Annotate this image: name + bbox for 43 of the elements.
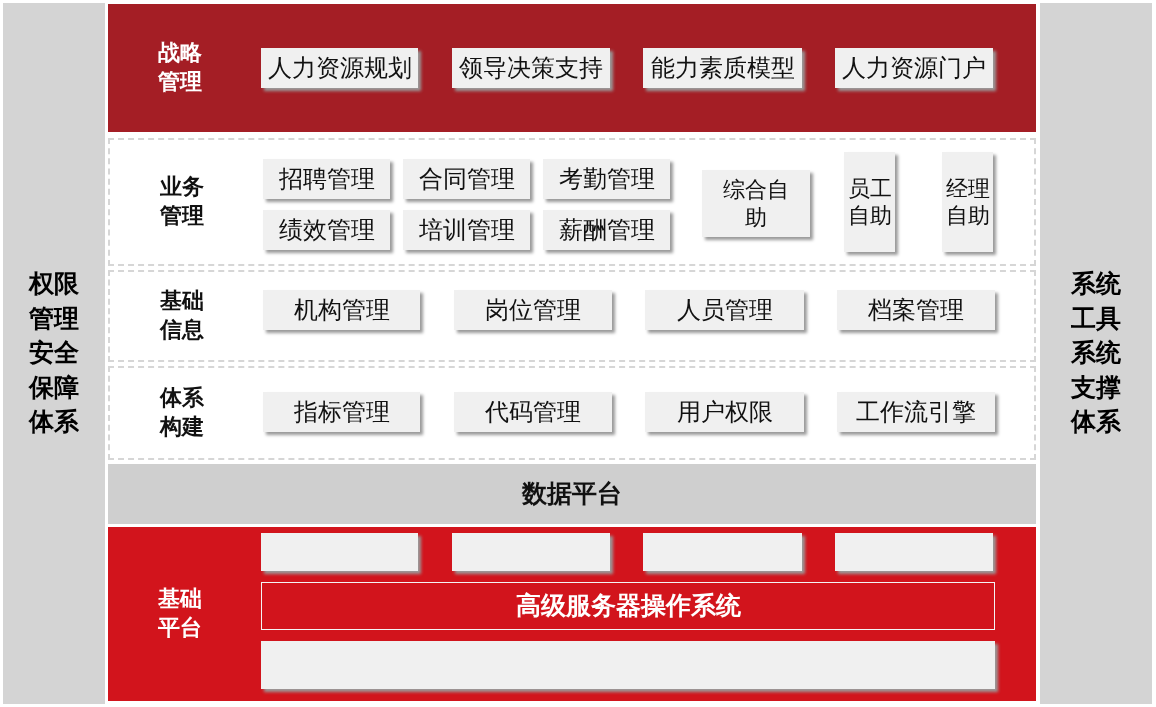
module-box: 档案管理 bbox=[837, 290, 995, 330]
band-heading: 体系构建 bbox=[158, 384, 205, 441]
band-heading: 权限管理安全保障体系 bbox=[28, 268, 80, 439]
layer-band bbox=[108, 464, 1036, 524]
module-box: 绩效管理 bbox=[263, 210, 390, 250]
module-box: 员工自助 bbox=[844, 152, 895, 252]
module-box: 指标管理 bbox=[263, 392, 420, 432]
module-box: 综合自助 bbox=[702, 170, 810, 237]
band-heading: 基础信息 bbox=[158, 287, 205, 344]
module-box: 人力资源规划 bbox=[261, 48, 418, 88]
module-box: 能力素质模型 bbox=[643, 48, 802, 88]
module-box: 工作流引擎 bbox=[837, 392, 995, 432]
layer-band bbox=[108, 4, 1036, 132]
layer-band bbox=[108, 527, 1036, 701]
empty-box bbox=[261, 641, 995, 689]
band-heading: 系统工具系统支撑体系 bbox=[1070, 268, 1122, 439]
module-box: 机构管理 bbox=[263, 290, 420, 330]
band-heading: 数据平台 bbox=[521, 477, 623, 510]
layer-band bbox=[108, 138, 1036, 266]
empty-box bbox=[643, 533, 802, 571]
module-box: 经理自助 bbox=[942, 152, 993, 252]
module-box: 代码管理 bbox=[454, 392, 612, 432]
module-box: 考勤管理 bbox=[543, 159, 670, 199]
module-box: 培训管理 bbox=[403, 210, 530, 250]
module-box: 人员管理 bbox=[645, 290, 804, 330]
module-box: 薪酬管理 bbox=[543, 210, 670, 250]
module-box: 用户权限 bbox=[645, 392, 804, 432]
module-box: 合同管理 bbox=[403, 159, 530, 199]
layer-band bbox=[108, 270, 1036, 362]
empty-box bbox=[261, 533, 418, 571]
system-bar: 高级服务器操作系统 bbox=[261, 582, 995, 630]
module-box: 领导决策支持 bbox=[452, 48, 610, 88]
layer-band bbox=[108, 366, 1036, 460]
module-box: 招聘管理 bbox=[263, 159, 390, 199]
band-heading: 战略管理 bbox=[157, 39, 203, 96]
empty-box bbox=[835, 533, 993, 571]
side-band bbox=[1040, 3, 1152, 704]
band-heading: 基础平台 bbox=[157, 585, 203, 642]
band-heading: 业务管理 bbox=[159, 173, 205, 230]
side-band bbox=[3, 3, 105, 704]
module-box: 岗位管理 bbox=[454, 290, 612, 330]
empty-box bbox=[452, 533, 610, 571]
module-box: 人力资源门户 bbox=[835, 48, 993, 88]
